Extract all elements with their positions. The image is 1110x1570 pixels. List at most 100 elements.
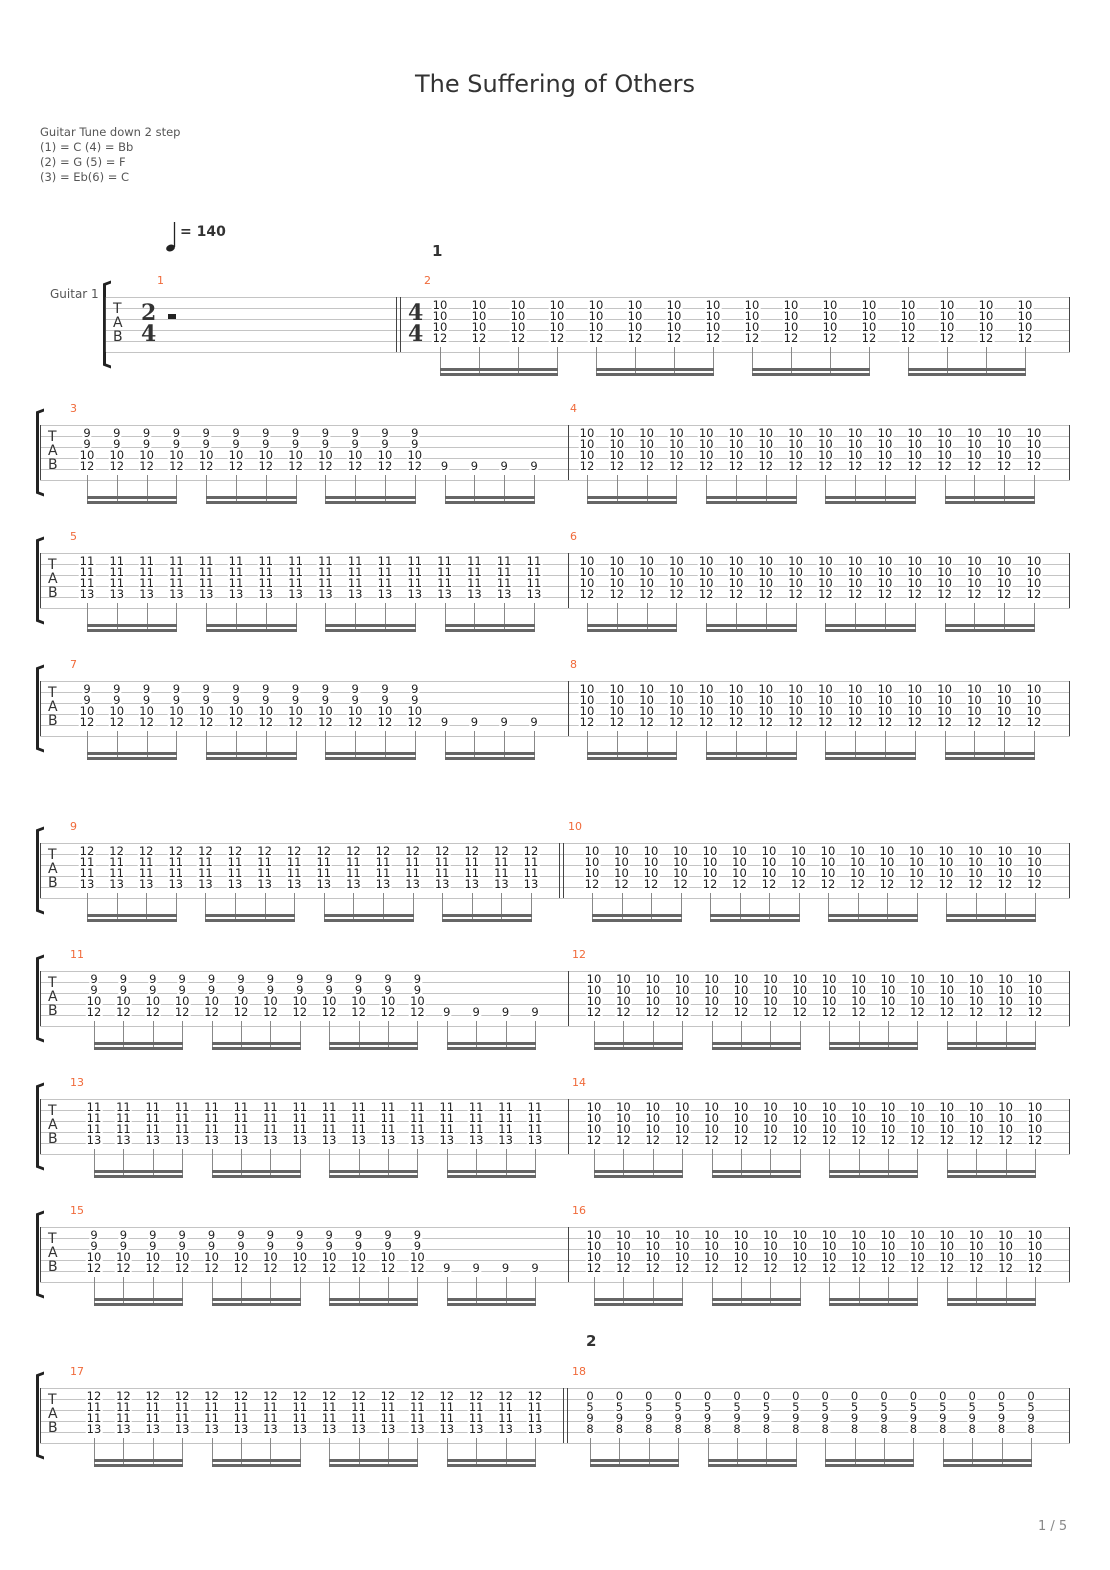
fret-number: 10 (819, 854, 837, 869)
note-stem (736, 731, 737, 759)
note-stem (534, 603, 535, 631)
fret-number: 11 (203, 1121, 220, 1136)
fret-number: 9 (469, 458, 480, 473)
fret-number: 10 (668, 447, 685, 462)
fret-number: 10 (642, 865, 660, 880)
fret-number: 13 (345, 876, 362, 891)
fret-number: 12 (995, 586, 1013, 601)
tab-clef-letter: B (48, 585, 58, 601)
fret-number: 10 (732, 972, 750, 986)
note-stem (676, 603, 678, 631)
note-stem (913, 1438, 915, 1466)
fret-number: 12 (703, 1004, 720, 1019)
fret-number: 10 (668, 436, 685, 451)
fret-number: 9 (529, 458, 539, 473)
note-stem (355, 475, 357, 503)
fret-number: 12 (938, 330, 956, 345)
fret-number: 9 (471, 1260, 481, 1275)
fret-number: 13 (227, 586, 245, 601)
note-stem (976, 1149, 978, 1177)
beam (446, 1042, 536, 1045)
fret-number: 10 (585, 972, 603, 986)
beam (908, 368, 1026, 371)
note-stem (182, 1149, 184, 1177)
measure-number: 7 (70, 658, 77, 671)
note-stem (325, 731, 327, 759)
fret-number: 13 (291, 1421, 309, 1436)
fret-number: 13 (495, 586, 513, 601)
fret-number: 12 (937, 876, 955, 891)
fret-number: 11 (167, 865, 185, 880)
fret-number: 9 (171, 436, 182, 451)
staff-line (40, 1227, 1070, 1228)
fret-number: 12 (701, 876, 719, 891)
fret-number: 9 (295, 972, 305, 986)
double-barline (396, 297, 398, 352)
fret-number: 13 (262, 1132, 279, 1147)
fret-number: 11 (144, 1410, 162, 1425)
fret-number: 13 (115, 1421, 132, 1436)
note-stem (711, 1149, 713, 1177)
fret-number: 10 (615, 993, 632, 1008)
fret-number: 12 (787, 586, 804, 601)
staff-line (105, 340, 1070, 342)
fret-number: 13 (78, 876, 96, 891)
fret-number: 11 (495, 564, 513, 579)
beam (706, 496, 797, 499)
fret-number: 11 (168, 575, 185, 590)
fret-number: 11 (436, 564, 453, 579)
note-stem (358, 1149, 360, 1177)
note-stem (798, 893, 800, 921)
note-stem (241, 1149, 242, 1177)
fret-number: 10 (997, 1238, 1014, 1253)
fret-number: 10 (760, 854, 778, 869)
fret-number: 12 (936, 586, 953, 601)
fret-number: 12 (909, 1132, 926, 1147)
tuning-heading: Guitar Tune down 2 step (40, 125, 181, 139)
fret-number: 10 (727, 447, 745, 462)
fret-number: 10 (697, 554, 715, 568)
fret-number: 10 (936, 554, 953, 568)
staff-line (40, 864, 1070, 866)
fret-number: 10 (697, 447, 715, 462)
fret-number: 11 (406, 554, 424, 568)
fret-number: 11 (409, 1399, 426, 1414)
fret-number: 10 (995, 436, 1013, 451)
fret-number: 11 (317, 554, 334, 568)
measure-number: 3 (70, 402, 77, 415)
note-stem (587, 475, 588, 503)
note-stem (388, 1021, 389, 1049)
fret-number: 12 (817, 586, 834, 601)
fret-number: 10 (638, 575, 655, 590)
fret-number: 10 (697, 564, 715, 579)
fret-number: 10 (727, 692, 745, 707)
fret-number: 11 (436, 575, 453, 590)
barline-start (40, 1099, 42, 1154)
fret-number: 0 (849, 1389, 860, 1403)
fret-number: 9 (141, 426, 152, 440)
fret-number: 13 (436, 586, 453, 601)
fret-number: 13 (404, 876, 421, 891)
fret-number: 10 (197, 703, 215, 718)
note-stem (299, 1438, 301, 1466)
fret-number: 10 (703, 1249, 720, 1264)
fret-number: 10 (846, 564, 864, 579)
note-stem (116, 731, 118, 759)
beam (206, 757, 297, 760)
fret-number: 13 (285, 876, 303, 891)
fret-number: 11 (497, 1399, 514, 1414)
note-stem (799, 1277, 801, 1305)
fret-number: 9 (530, 1260, 540, 1275)
fret-number: 9 (231, 692, 241, 707)
note-stem (854, 1438, 856, 1466)
fret-number: 12 (846, 714, 864, 729)
note-stem (353, 893, 355, 921)
fret-number: 10 (578, 426, 596, 440)
fret-number: 10 (849, 854, 866, 869)
fret-number: 9 (206, 1228, 217, 1242)
fret-number: 10 (995, 554, 1013, 568)
staff-line (40, 1120, 1070, 1122)
fret-number: 9 (350, 682, 360, 696)
fret-number: 5 (614, 1399, 625, 1414)
fret-number: 10 (821, 319, 839, 334)
